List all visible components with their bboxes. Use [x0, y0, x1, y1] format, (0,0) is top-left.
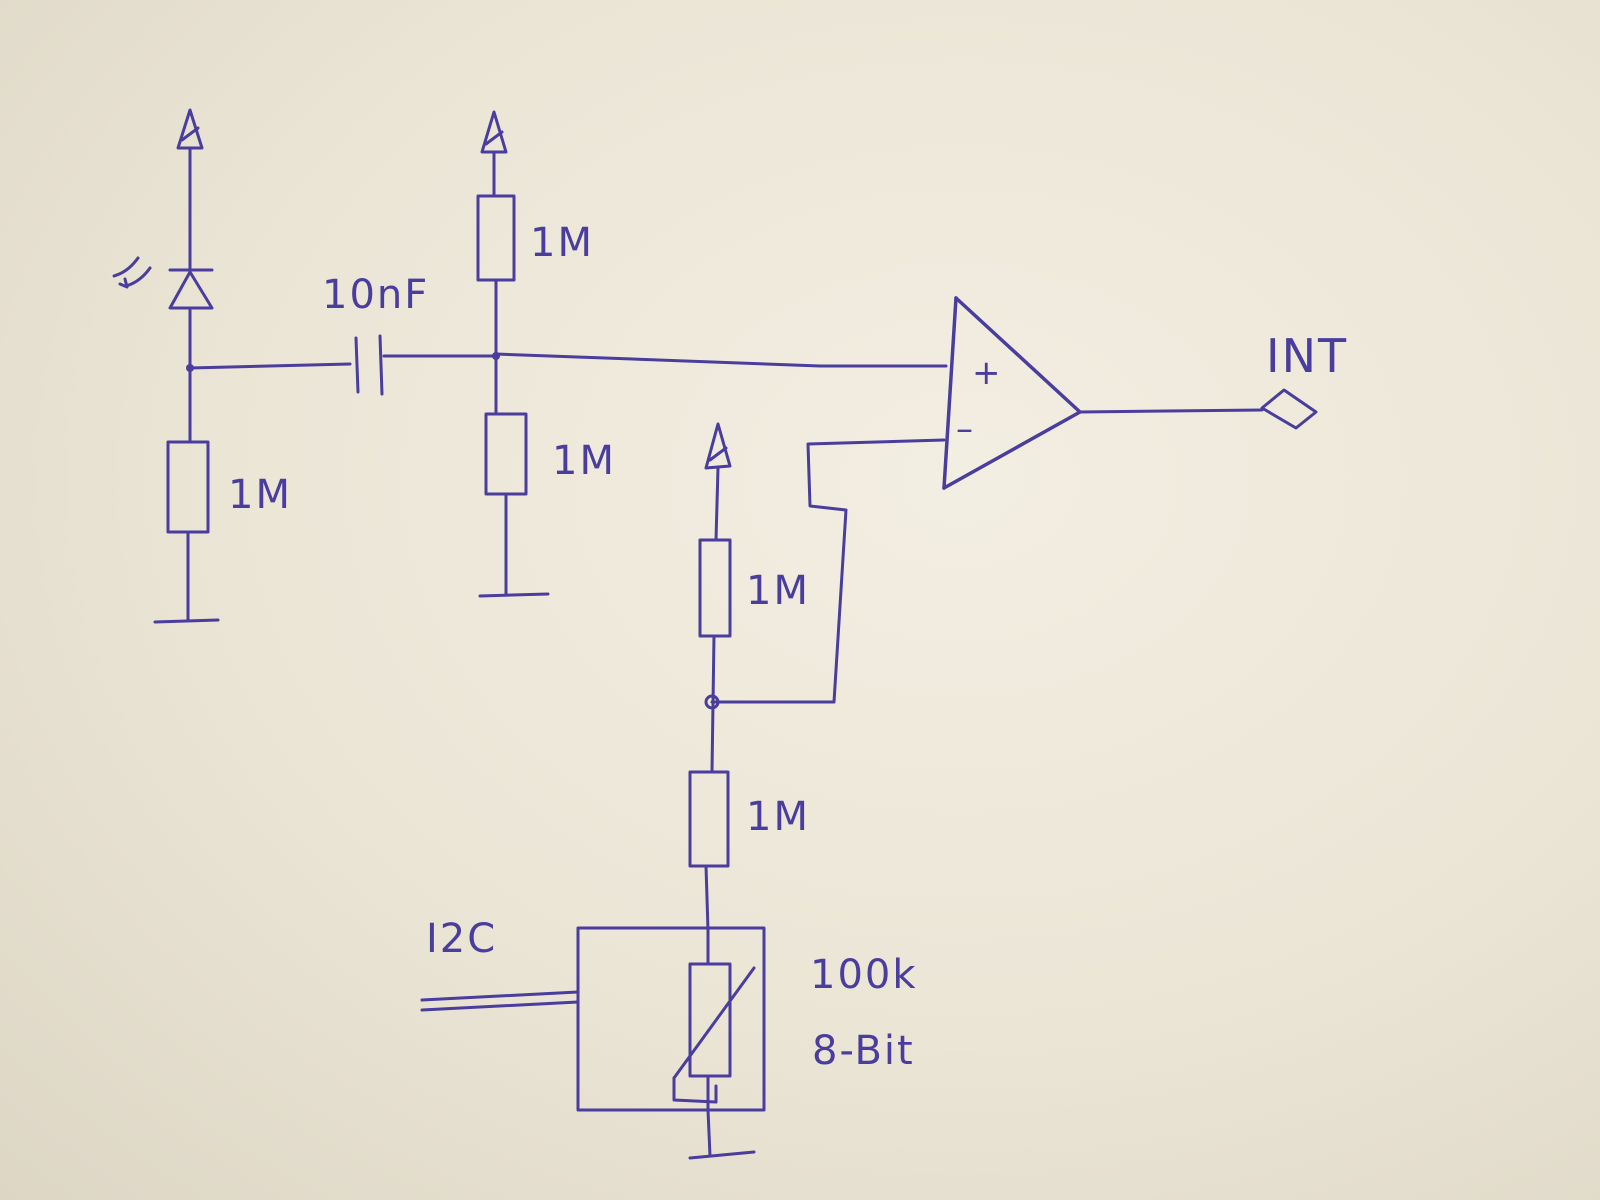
wire-to-capacitor: [188, 362, 352, 370]
digital-potentiometer-icon: [672, 926, 756, 1112]
ground-icon: [153, 618, 220, 624]
potentiometer-value-label: 100k: [810, 952, 918, 998]
resistor-label: 1M: [228, 472, 292, 518]
supply-arrow-icon: [704, 422, 732, 470]
capacitor-label: 10nF: [322, 272, 429, 318]
i2c-label: I2C: [426, 916, 497, 962]
opamp-minus-sign: –: [956, 409, 975, 449]
resistor-icon: [484, 412, 528, 496]
wire-output: [1078, 408, 1264, 414]
potentiometer-chip: [576, 926, 766, 1112]
wire-minus-input: [710, 438, 946, 704]
i2c-bus-wires: [420, 990, 580, 1012]
resistor-icon: [166, 440, 210, 534]
opamp-plus-sign: +: [972, 353, 1003, 393]
opamp-icon: [942, 296, 1082, 490]
resistor-icon: [698, 538, 732, 638]
wire-to-potentiometer: [704, 864, 710, 932]
ground-icon: [688, 1150, 756, 1160]
resistor-label: 1M: [746, 794, 810, 840]
capacitor-icon: [354, 334, 384, 396]
wire-reference-supply: [714, 466, 720, 542]
photodiode-icon: [112, 256, 214, 322]
supply-arrow-icon: [176, 108, 204, 150]
wire-potentiometer-ground: [706, 1108, 712, 1158]
wire-reference-node: [710, 634, 716, 774]
supply-arrow-icon: [480, 110, 508, 154]
output-pin-icon: [1260, 388, 1318, 430]
output-label: INT: [1266, 329, 1348, 383]
resistor-label: 1M: [552, 438, 616, 484]
wire-to-plus-input: [494, 352, 948, 368]
resistor-icon: [476, 194, 516, 282]
junction-node: [704, 694, 720, 710]
resistor-label: 1M: [530, 220, 594, 266]
resistor-label: 1M: [746, 568, 810, 614]
potentiometer-resolution-label: 8-Bit: [812, 1028, 915, 1074]
resistor-icon: [688, 770, 730, 868]
ground-icon: [478, 592, 550, 598]
